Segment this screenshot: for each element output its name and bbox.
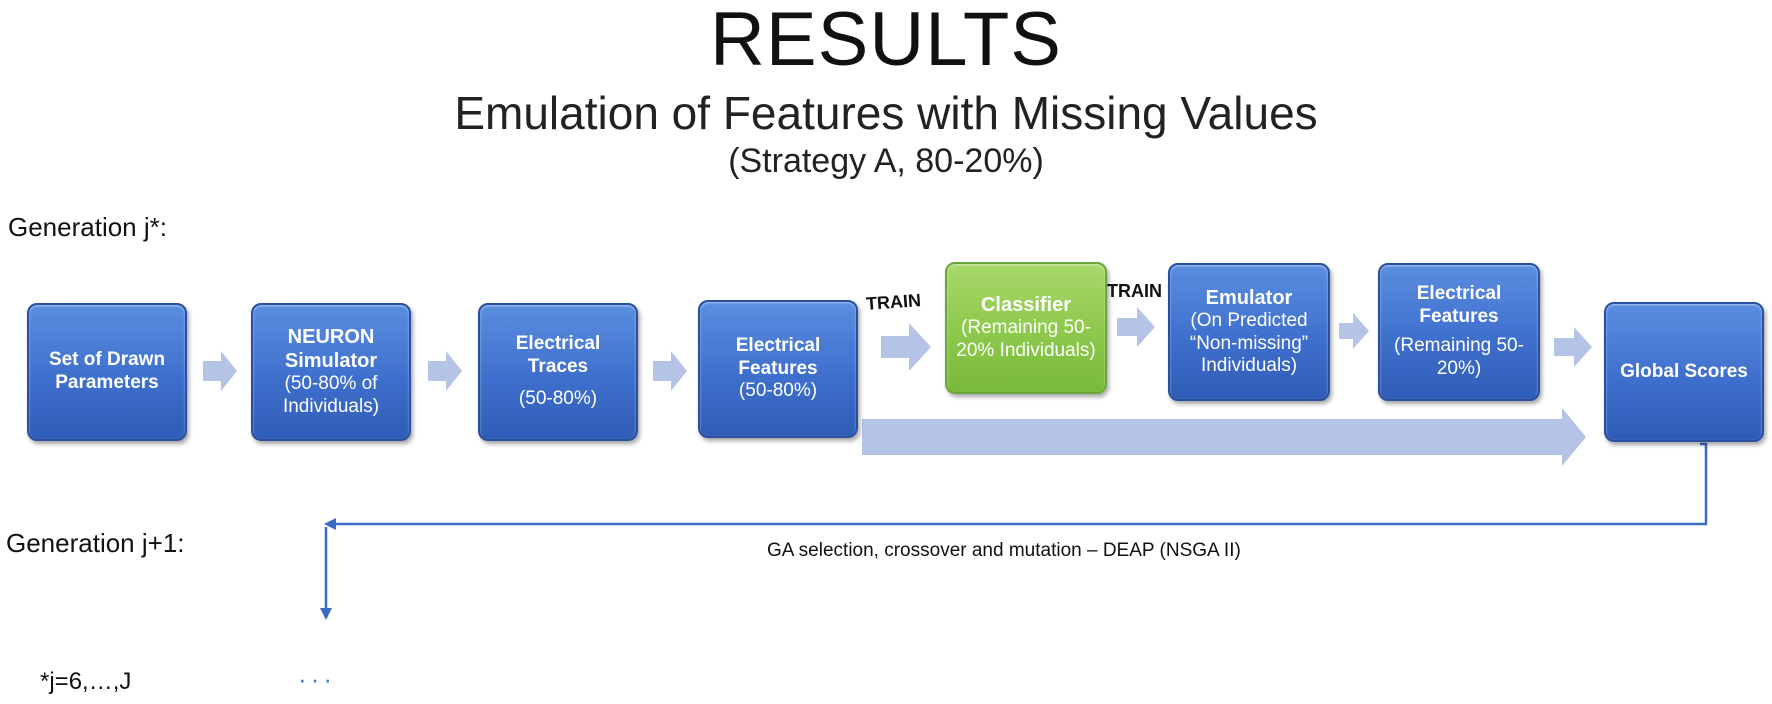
box-neuron-title: NEURON Simulator	[284, 326, 378, 373]
box-efeatures2-sub: (Remaining 50-20%)	[1394, 335, 1524, 379]
arrow-drawn-neuron	[203, 351, 237, 391]
box-features-sub: (50-80%)	[738, 380, 818, 402]
strategy-label: (Strategy A, 80-20%)	[728, 142, 1044, 180]
box-electrical-traces: Electrical Traces (50-80%)	[478, 303, 638, 441]
generation-j1-label: Generation j+1:	[6, 528, 185, 558]
generation-j-label: Generation j*:	[8, 212, 167, 242]
box-global-scores: Global Scores	[1604, 302, 1764, 442]
box-electrical-features: Electrical Features (50-80%)	[698, 300, 858, 438]
arrow-classifier-emulator	[1117, 307, 1155, 347]
box-electrical-features-remaining: Electrical Features (Remaining 50-20%)	[1378, 263, 1540, 401]
page-title: RESULTS	[710, 0, 1062, 82]
arrow-features-global-bypass	[862, 408, 1586, 466]
box-drawn-parameters: Set of Drawn Parameters	[27, 303, 187, 441]
train-label-1: TRAIN	[865, 290, 922, 314]
arrow-emulator-efeatures	[1339, 313, 1369, 349]
box-emulator: Emulator (On Predicted “Non-missing” Ind…	[1168, 263, 1330, 401]
page-subtitle: Emulation of Features with Missing Value…	[454, 87, 1318, 139]
footnote-label: *j=6,…,J	[40, 668, 132, 695]
box-emulator-title: Emulator	[1205, 286, 1293, 309]
box-neuron-simulator: NEURON Simulator (50-80% of Individuals)	[251, 303, 411, 441]
box-features-title: Electrical Features	[735, 334, 821, 379]
box-traces-sub: (50-80%)	[518, 388, 598, 410]
box-classifier-title: Classifier	[980, 294, 1072, 317]
box-emulator-sub: (On Predicted “Non-missing” Individuals)	[1189, 309, 1309, 377]
ellipsis-label: ···	[298, 664, 336, 694]
ga-loop-label: GA selection, crossover and mutation – D…	[767, 540, 1241, 561]
ga-loop-line	[324, 442, 1708, 530]
box-global-title: Global Scores	[1620, 360, 1748, 382]
box-efeatures2-title: Electrical Features	[1416, 283, 1502, 328]
box-drawn-title: Set of Drawn Parameters	[48, 349, 166, 393]
box-traces-title: Electrical Traces	[515, 332, 601, 377]
box-classifier: Classifier (Remaining 50-20% Individuals…	[945, 262, 1107, 394]
arrow-neuron-traces	[428, 351, 462, 391]
box-classifier-sub: (Remaining 50-20% Individuals)	[956, 317, 1096, 361]
box-neuron-sub: (50-80% of Individuals)	[282, 373, 380, 417]
arrow-efeatures-global	[1554, 327, 1592, 367]
arrow-traces-features	[653, 351, 687, 391]
arrow-features-classifier	[881, 323, 931, 371]
train-label-2: TRAIN	[1107, 281, 1162, 301]
